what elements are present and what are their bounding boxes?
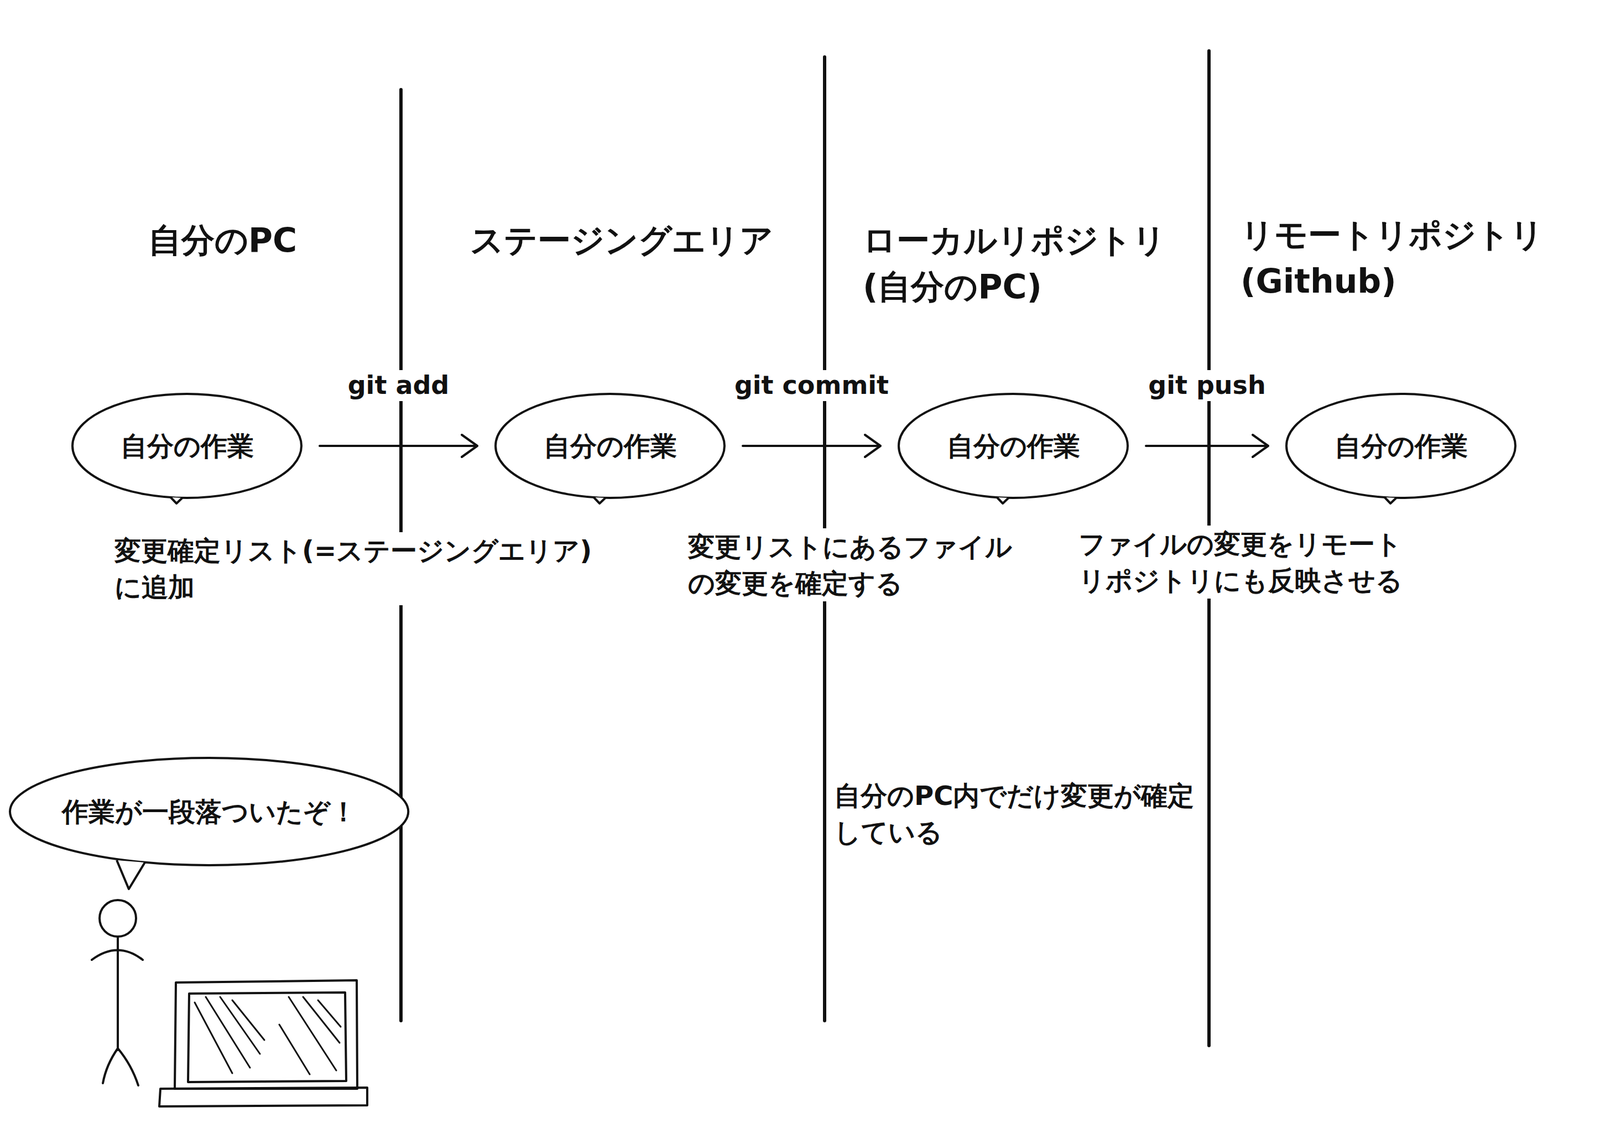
cloud-notch [997,497,1009,504]
speech-bubble: 作業が一段落ついたぞ！ [8,756,410,867]
outline-ellipse [9,757,409,865]
text-line: 変更リストにあるファイル [688,530,1013,562]
work-cloud: 自分の作業 [1284,392,1518,500]
flow-arrow [742,434,881,457]
text-line: ローカルリポジトリ [862,220,1166,260]
laptop-screen [174,980,358,1089]
bubble-tail [116,860,145,889]
laptop-icon [159,980,368,1107]
figure-body [116,936,119,1050]
text-line: (Github) [1240,261,1397,301]
outline-ellipse [898,393,1128,498]
node-text: 自分の作業 [1334,428,1468,463]
text-line: 変更確定リスト(=ステージングエリア) [114,534,592,566]
cloud-notch [593,497,606,504]
command-label: git add [344,369,453,401]
figure-head [99,899,137,937]
text-line: に追加 [114,571,195,603]
flow-arrow [319,434,478,457]
step-note: 変更確定リスト(=ステージングエリア) に追加 [112,532,594,606]
work-cloud: 自分の作業 [493,392,727,500]
laptop-base [159,1087,368,1107]
cloud-notch [170,497,183,504]
node-text: 自分の作業 [120,428,254,463]
text-line: リポジトリにも反映させる [1078,564,1403,596]
column-heading: ステージングエリア [470,216,774,264]
work-cloud: 自分の作業 [70,392,304,500]
outline-ellipse [1286,393,1516,498]
step-note: ファイルの変更をリモート リポジトリにも反映させる [1076,525,1405,599]
stick-figure [91,899,143,1086]
text-line: リモートリポジトリ [1240,215,1544,254]
node-text-group: 自分の作業 [543,428,677,463]
laptop-display [188,992,347,1082]
command-label: git commit [731,369,893,401]
cloud-notch [1384,497,1397,504]
outline-ellipse [72,393,302,498]
column-heading: 自分のPC [148,216,297,264]
flow-arrow [1145,434,1269,457]
text-line: している [834,816,943,848]
node-text-group: 自分の作業 [120,428,254,463]
work-cloud: 自分の作業 [897,392,1130,500]
text-line: (自分のPC) [862,267,1042,306]
figure-arms [91,950,143,961]
node-text: 自分の作業 [543,428,677,463]
column-heading: リモートリポジトリ (Github) [1240,211,1544,305]
text-line: 自分のPC内でだけ変更が確定 [834,779,1195,811]
step-note: 変更リストにあるファイル の変更を確定する [685,528,1015,602]
text-line: ファイルの変更をリモート [1078,528,1403,560]
node-text-group: 自分の作業 [946,428,1081,463]
text-line: の変更を確定する [688,567,903,599]
outline-ellipse [495,393,725,498]
node-text-group: 作業が一段落ついたぞ！ [61,794,357,829]
figure-leg [117,1048,139,1086]
node-text-group: 自分の作業 [1334,428,1468,463]
node-text: 自分の作業 [946,428,1081,463]
column-heading: ローカルリポジトリ (自分のPC) [862,216,1166,310]
node-text: 作業が一段落ついたぞ！ [61,794,357,829]
figure-leg [102,1048,118,1083]
command-label: git push [1144,369,1270,401]
screen-hatching [194,996,341,1075]
local-note: 自分のPC内でだけ変更が確定 している [831,777,1197,851]
